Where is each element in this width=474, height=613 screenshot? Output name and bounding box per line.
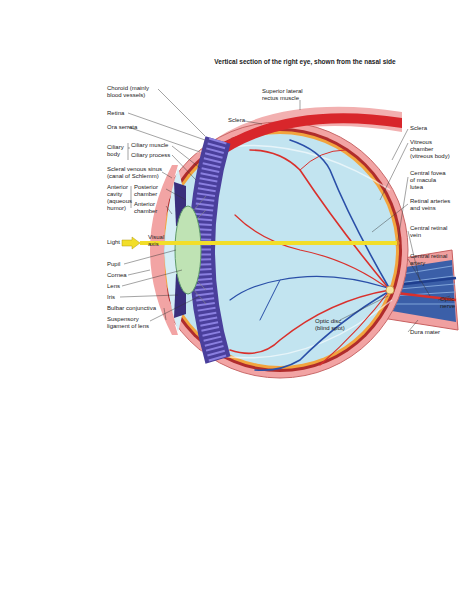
part-label: Superior lateral rectus muscle xyxy=(262,88,314,102)
part-label: Pupil xyxy=(107,261,137,268)
light-arrow xyxy=(122,237,140,249)
part-label: Lens xyxy=(107,283,137,290)
part-label: Cornea xyxy=(107,272,137,279)
vitreous-body xyxy=(164,134,396,366)
rectus-muscle xyxy=(212,113,402,160)
part-label: Suspensory ligament of lens xyxy=(107,316,152,330)
part-label: Sclera xyxy=(228,117,258,124)
part-label: Bulbar conjunctiva xyxy=(107,305,167,312)
part-label: Retinal arteries and veins xyxy=(410,198,452,212)
part-label: Ciliary process xyxy=(131,152,176,159)
diagram-title: Vertical section of the right eye, shown… xyxy=(180,58,430,65)
part-label: Optic nerve xyxy=(440,296,468,310)
part-label: Posterior chamber xyxy=(134,184,168,198)
part-label: Dura mater xyxy=(410,329,450,336)
part-label: Vitreous chamber (vitreous body) xyxy=(410,139,456,160)
part-label: Light xyxy=(107,239,127,246)
part-label: Iris xyxy=(107,294,137,301)
part-label: Choroid (mainly blood vessels) xyxy=(107,85,159,99)
part-label: Retina xyxy=(107,110,147,117)
lens xyxy=(175,206,201,294)
part-label: Central retinal artery xyxy=(410,253,452,267)
part-label: Optic disc (blind spot) xyxy=(315,318,347,332)
part-label: Anterior cavity (aqueous humor) xyxy=(107,184,132,212)
ciliary-process xyxy=(202,140,218,360)
part-label: Ciliary body xyxy=(107,144,129,158)
sclera xyxy=(152,122,408,378)
part-label: Anterior chamber xyxy=(134,201,168,215)
part-label: Scleral venous sinus (canal of Schlemm) xyxy=(107,166,163,180)
optic-disc xyxy=(386,286,394,294)
choroid xyxy=(158,128,402,372)
part-label: Visual axis xyxy=(148,234,170,248)
leader-lines xyxy=(120,89,450,332)
retina xyxy=(161,131,399,369)
part-label: Ciliary muscle xyxy=(131,142,176,149)
retinal-vessels xyxy=(230,140,390,370)
part-label: Central fovea of macula lutea xyxy=(410,170,450,191)
ciliary-body xyxy=(202,140,218,360)
part-label: Central retinal vein xyxy=(410,225,450,239)
visual-axis xyxy=(140,241,397,245)
part-label: Sclera xyxy=(410,125,450,132)
part-label: Ora serrata xyxy=(107,124,152,131)
